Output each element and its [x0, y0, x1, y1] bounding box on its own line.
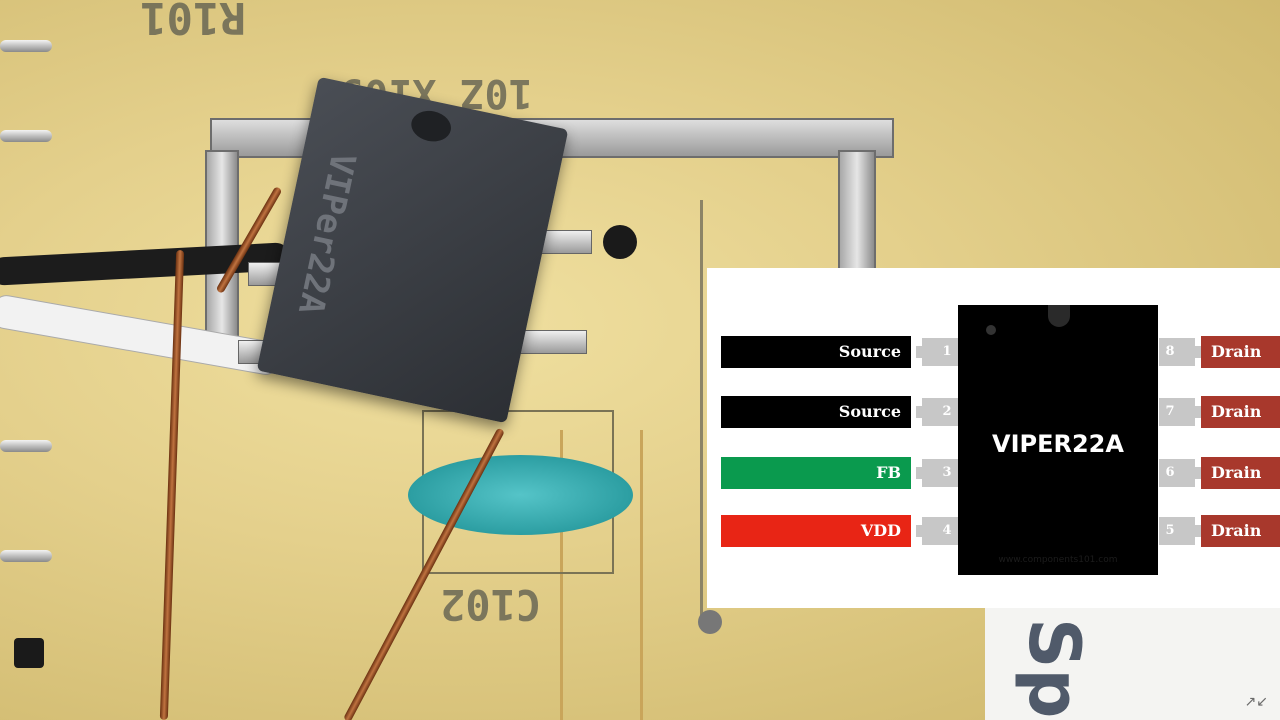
pin-label-fb: FB: [721, 457, 911, 489]
pin-number: 5: [1165, 523, 1175, 538]
ceramic-capacitor: [408, 455, 633, 535]
ic-notch: [408, 107, 454, 146]
ic-pin: [515, 330, 587, 354]
pin-label-drain: Drain: [1201, 396, 1280, 428]
white-card: [985, 608, 1280, 720]
silkscreen-c102: C102: [440, 580, 542, 629]
pin-label-vdd: VDD: [721, 515, 911, 547]
pin-tab: 7: [1159, 398, 1201, 426]
silkscreen-r101: R101: [140, 0, 246, 43]
header-pin: [0, 440, 52, 452]
pin-number: 7: [1165, 404, 1175, 419]
resize-icon[interactable]: ↗↙: [1244, 694, 1268, 710]
header-pin: [0, 40, 52, 52]
pcb-hole: [698, 610, 722, 634]
pin-label-source: Source: [721, 396, 911, 428]
chip-body: VIPER22A www.components101.com: [958, 305, 1158, 575]
chip-name: VIPER22A: [992, 430, 1124, 458]
pcb-trace: [640, 430, 643, 720]
pin-number: 1: [942, 344, 952, 359]
pin-number: 3: [942, 465, 952, 480]
pin-label-drain: Drain: [1201, 515, 1280, 547]
copper-wire: [159, 250, 185, 720]
pin1-marker-dot: [986, 325, 996, 335]
ic-marking: VIPer22A: [290, 149, 363, 318]
chip-notch: [1048, 305, 1070, 327]
pin-number: 4: [942, 523, 952, 538]
card-text: Sp: [1013, 618, 1095, 719]
pin-number: 2: [942, 404, 952, 419]
white-wire: [0, 292, 283, 378]
header-pin: [0, 550, 52, 562]
pin-tab: 1: [916, 338, 958, 366]
pin-label-source: Source: [721, 336, 911, 368]
pcb-trace: [700, 200, 703, 620]
pin-number: 8: [1165, 344, 1175, 359]
pin-number: 6: [1165, 465, 1175, 480]
pin-label-drain: Drain: [1201, 336, 1280, 368]
pcb-hole: [603, 225, 637, 259]
pin-tab: 4: [916, 517, 958, 545]
pinout-diagram: Source 1 Source 2 FB 3 VDD 4 VIPER22A ww…: [707, 268, 1280, 608]
heatsink-leg-right: [838, 150, 876, 284]
pin-tab: 3: [916, 459, 958, 487]
pin-tab: 2: [916, 398, 958, 426]
pcb-trace: [560, 430, 563, 720]
pin-label-drain: Drain: [1201, 457, 1280, 489]
ic-marking-line2: VIPer22A: [289, 149, 364, 318]
pin-tab: 8: [1159, 338, 1201, 366]
pcb-pad: [14, 638, 44, 668]
pin-tab: 6: [1159, 459, 1201, 487]
chip-watermark: www.components101.com: [998, 555, 1118, 565]
header-pin: [0, 130, 52, 142]
pin-tab: 5: [1159, 517, 1201, 545]
